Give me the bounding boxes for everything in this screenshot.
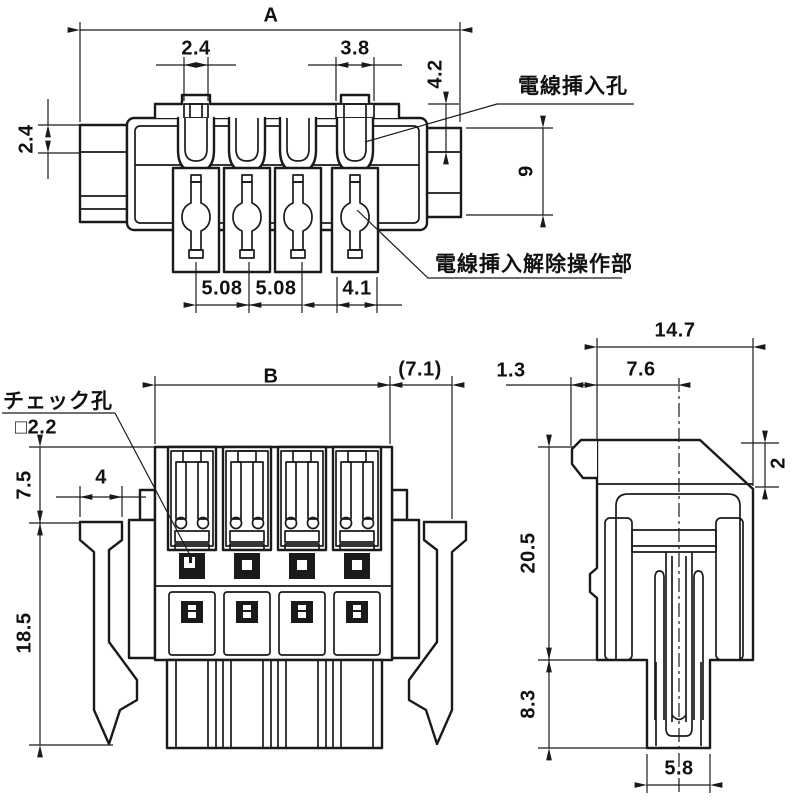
callout-check-hole-size: □2.2 bbox=[15, 416, 57, 439]
contact-slot-3 bbox=[276, 445, 328, 552]
dim-stem-width: 5.8 bbox=[664, 757, 694, 780]
top-view-dimensions bbox=[38, 22, 634, 313]
contact-slot-2 bbox=[221, 445, 273, 552]
terminal-slot-2 bbox=[223, 591, 271, 656]
wire-insertion-hole-2 bbox=[227, 116, 267, 174]
dim-overall-depth: 14.7 bbox=[654, 319, 696, 342]
dim-latch-protrusion: (7.1) bbox=[398, 358, 442, 381]
dim-hole1-width: 2.4 bbox=[181, 37, 211, 60]
check-hole-3 bbox=[289, 553, 315, 579]
release-slot-4 bbox=[330, 166, 380, 274]
dim-front-upper-height: 7.5 bbox=[13, 470, 36, 500]
dim-stem-height: 8.3 bbox=[517, 689, 540, 719]
leader-wire-hole bbox=[364, 103, 634, 143]
dim-tab-thickness: 2.4 bbox=[15, 124, 38, 154]
dim-overall-width-a: A bbox=[263, 4, 279, 27]
side-wing-left bbox=[127, 488, 157, 660]
callout-wire-insertion-hole: 電線挿入孔 bbox=[518, 75, 628, 98]
side-top-notch bbox=[570, 438, 599, 480]
mount-tab-right bbox=[425, 126, 463, 219]
dim-body-height: 20.5 bbox=[517, 532, 540, 574]
mount-tab-left bbox=[78, 123, 129, 224]
check-hole-1 bbox=[179, 553, 205, 579]
dim-body-width-b: B bbox=[263, 365, 279, 388]
side-wing-right bbox=[390, 488, 421, 660]
dim-hole4-width: 3.8 bbox=[340, 37, 370, 60]
dim-latch-top-width: 4 bbox=[95, 466, 107, 489]
leader-release-part bbox=[356, 209, 622, 279]
dim-pitch-1-2: 5.08 bbox=[201, 277, 243, 300]
release-slot-3 bbox=[273, 166, 323, 274]
contact-slot-4 bbox=[331, 445, 383, 552]
dim-tab-height: 9 bbox=[515, 165, 538, 177]
callout-check-hole: チェック孔 bbox=[3, 390, 113, 413]
dim-notch-depth: 1.3 bbox=[496, 359, 526, 382]
wire-insertion-hole-1 bbox=[176, 116, 216, 174]
dim-pitch-2-3: 5.08 bbox=[255, 277, 297, 300]
terminal-slot-4 bbox=[333, 591, 381, 656]
wire-insertion-hole-3 bbox=[278, 116, 318, 174]
top-view bbox=[38, 22, 634, 313]
dim-front-lower-height: 18.5 bbox=[13, 612, 36, 654]
check-hole-4 bbox=[344, 553, 370, 579]
contact-slot-1 bbox=[166, 445, 218, 552]
wire-insertion-hole-4 bbox=[335, 116, 375, 174]
bottom-stem-front bbox=[165, 658, 384, 750]
callout-wire-release-part: 電線挿入解除操作部 bbox=[435, 253, 633, 276]
dim-slope-drop: 2 bbox=[767, 457, 790, 469]
dim-hole-depth: 4.2 bbox=[424, 59, 447, 89]
latch-arm-left bbox=[78, 520, 139, 746]
side-view-dimensions bbox=[506, 338, 779, 793]
release-slot-2 bbox=[222, 166, 272, 274]
terminal-slot-3 bbox=[278, 591, 326, 656]
latch-arm-right bbox=[407, 520, 468, 746]
dim-body-depth: 7.6 bbox=[626, 358, 656, 381]
dim-slot4-width: 4.1 bbox=[342, 277, 372, 300]
release-slot-1 bbox=[171, 166, 221, 274]
check-hole-2 bbox=[234, 553, 260, 579]
side-view bbox=[506, 338, 779, 795]
front-view-dimensions bbox=[2, 376, 465, 758]
terminal-slot-1 bbox=[168, 591, 216, 656]
front-view bbox=[2, 376, 468, 758]
